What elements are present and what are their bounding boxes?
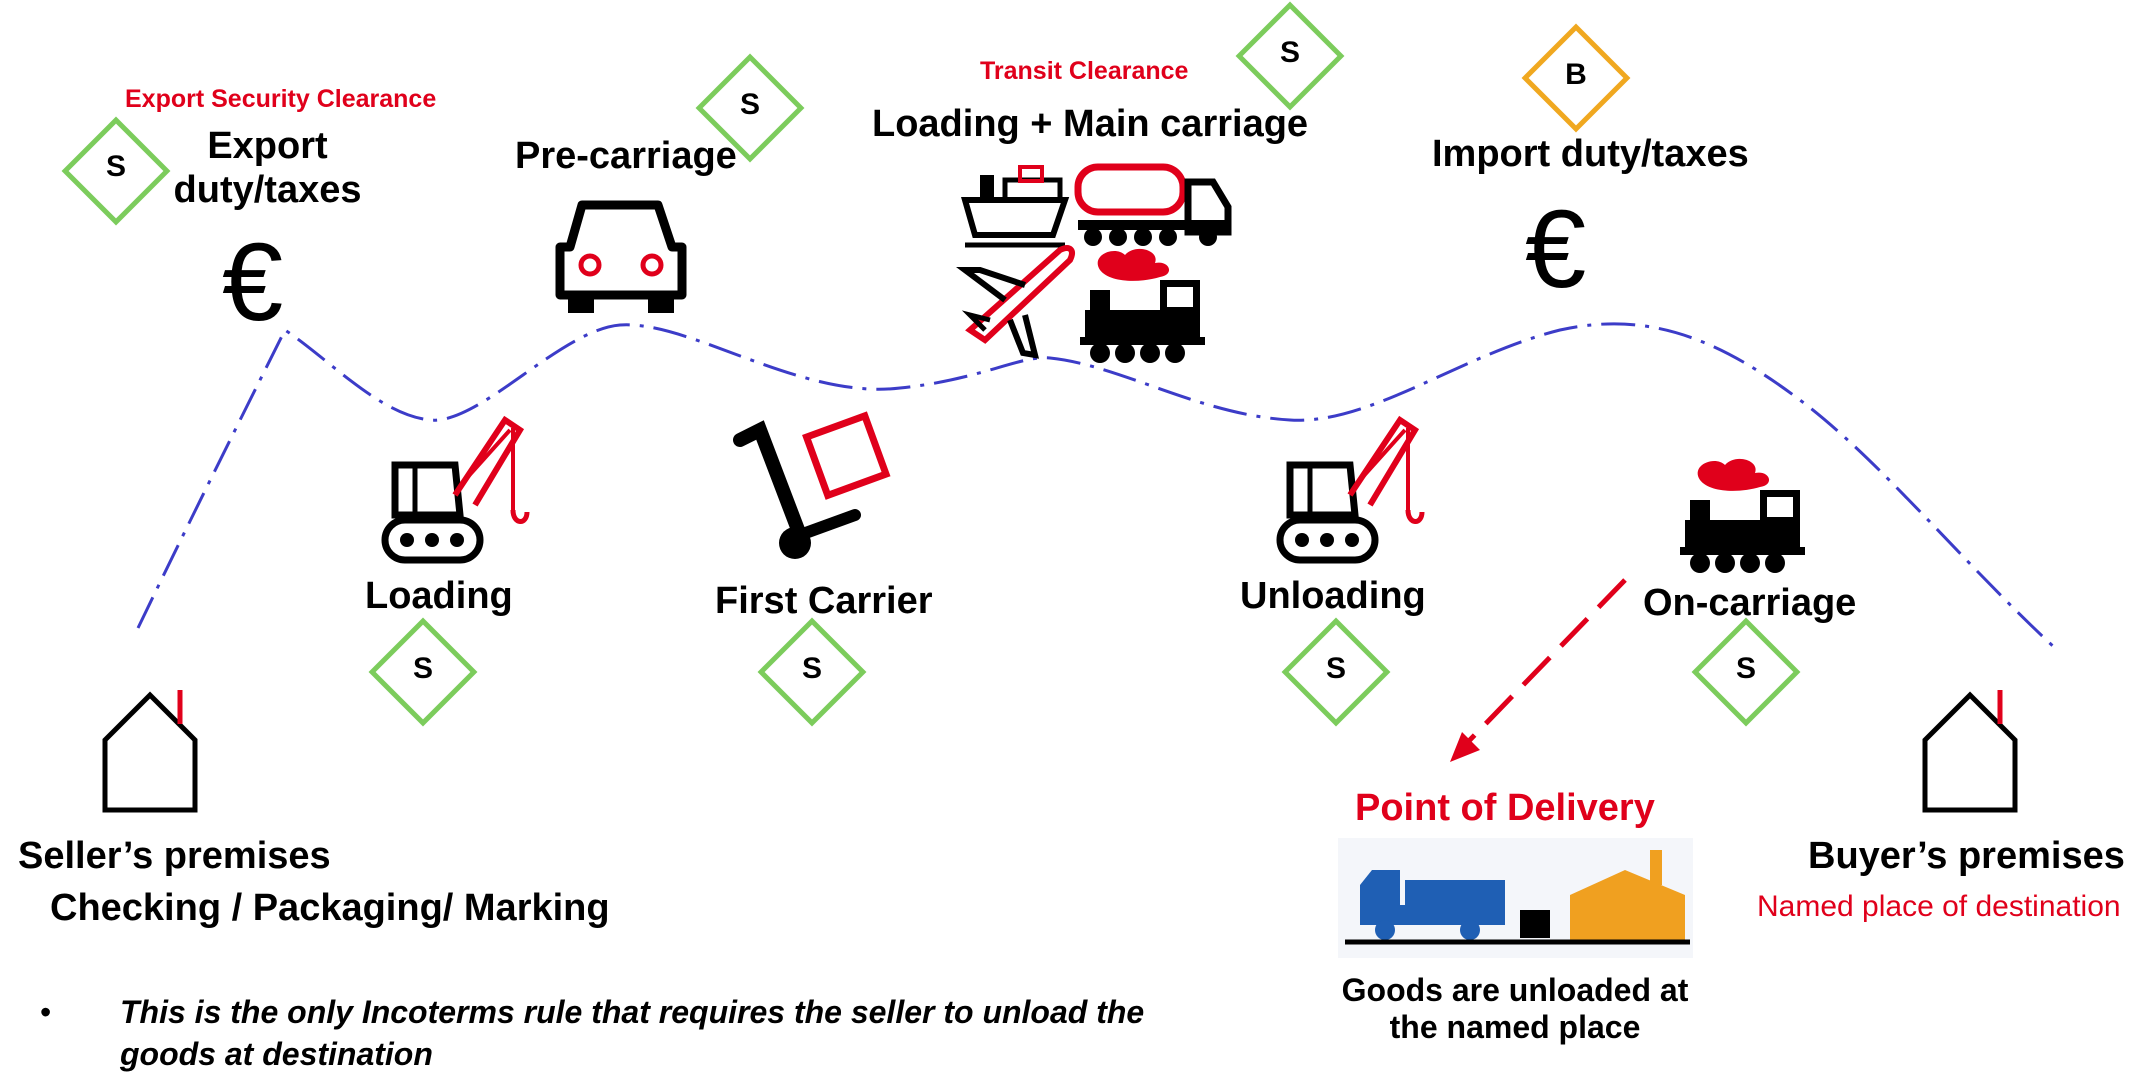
badge-letter: S (105, 150, 126, 183)
ship-icon (961, 165, 1070, 248)
train-icon (1080, 248, 1205, 363)
unloading-label: Unloading (1240, 575, 1426, 617)
badge-letter: S (739, 88, 760, 121)
sellers-premises-label: Seller’s premises (18, 835, 331, 877)
badge-letter: S (1325, 652, 1346, 685)
export-security-clearance-label: Export Security Clearance (125, 85, 437, 113)
goods-unloaded-label: Goods are unloaded at the named place (1341, 972, 1689, 1045)
tanker-truck-icon (1074, 163, 1232, 246)
euro-icon: € (222, 221, 284, 344)
named-place-label: Named place of destination (1757, 890, 2121, 923)
seller-house-icon (102, 690, 198, 813)
airplane-icon (956, 245, 1075, 359)
transit-clearance-label: Transit Clearance (980, 57, 1189, 85)
badge-letter: S (1279, 36, 1300, 69)
crane-loading-icon (381, 415, 530, 564)
delivery-arrow-icon (1450, 578, 1627, 762)
import-duty-label: Import duty/taxes (1432, 133, 1749, 175)
buyer-house-icon (1922, 690, 2018, 813)
badge-import (1521, 23, 1631, 133)
delivery-scene-icon (1338, 838, 1693, 958)
loading-label: Loading (365, 575, 513, 617)
first-carrier-label: First Carrier (715, 580, 933, 622)
loading-main-carriage-label: Loading + Main carriage (872, 103, 1309, 145)
point-of-delivery-label: Point of Delivery (1355, 787, 1655, 829)
car-icon (555, 200, 687, 313)
hand-truck-icon (733, 411, 891, 559)
note-text: This is the only Incoterms rule that req… (120, 994, 1145, 1072)
on-carriage-train-icon (1680, 458, 1805, 573)
pre-carriage-label: Pre-carriage (515, 135, 737, 177)
crane-unloading-icon (1276, 415, 1425, 564)
euro-icon: € (1525, 188, 1587, 311)
badge-letter: B (1565, 58, 1587, 91)
export-duty-label: Export duty/taxes (173, 125, 362, 211)
badge-letter: S (412, 652, 433, 685)
bullet-icon: • (40, 994, 52, 1030)
badge-letter: S (1735, 652, 1756, 685)
on-carriage-label: On-carriage (1643, 582, 1857, 624)
badge-letter: S (801, 652, 822, 685)
buyers-premises-label: Buyer’s premises (1808, 835, 2125, 877)
route-line (136, 322, 2057, 650)
checking-label: Checking / Packaging/ Marking (50, 887, 610, 929)
